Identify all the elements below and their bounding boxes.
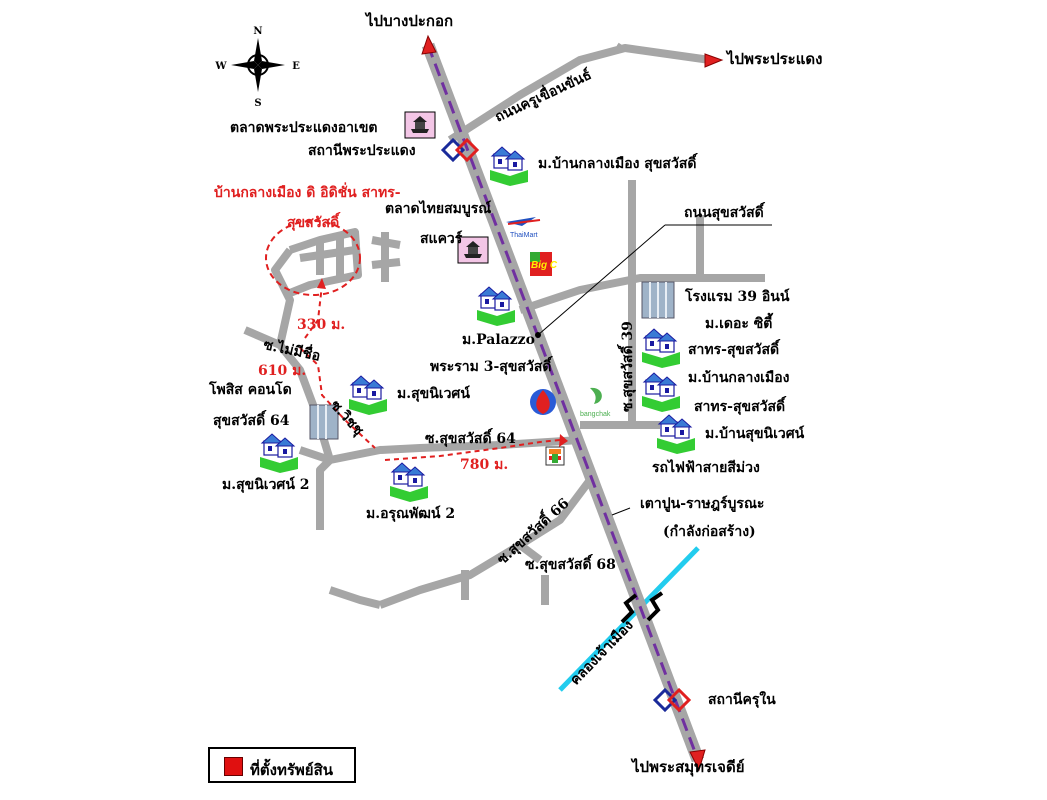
road-khueankhan xyxy=(447,44,711,144)
house-icon xyxy=(641,328,681,369)
route-780m-arrow-icon xyxy=(559,434,568,447)
label-hotel-39: โรงแรม 39 อินน์ xyxy=(685,289,790,305)
label-arunphat-2: ม.อรุณพัฒน์ 2 xyxy=(366,506,456,522)
condo-building-icon xyxy=(309,404,339,440)
label-soi-64: ซ.สุขสวัสดิ์ 64 xyxy=(425,431,516,447)
leader-line-suksawat xyxy=(537,224,666,336)
compass-n: N xyxy=(253,26,262,37)
label-thai-somboon-2: สแควร์ xyxy=(420,231,463,247)
route-330m xyxy=(304,284,323,339)
bigc-logo: Big C xyxy=(530,252,558,276)
leader-line-purple xyxy=(611,507,631,516)
label-station-phra-pradaeng: สถานีพระประแดง xyxy=(308,143,416,159)
label-route-2: (กำลังก่อสร้าง) xyxy=(663,524,756,540)
label-purple-line: รถไฟฟ้าสายสีม่วง xyxy=(652,460,760,476)
legend-label: ที่ตั้งทรัพย์สิน xyxy=(250,761,333,779)
label-to-bang-pakok: ไปบางปะกอก xyxy=(366,12,454,30)
road-maimee xyxy=(271,247,294,346)
label-phosit: โพสิส คอนโด xyxy=(209,382,292,398)
bangchak-logo: bangchak xyxy=(580,387,611,418)
label-bankmuang-2b: สาทร-สุขสวัสดิ์ xyxy=(694,399,786,415)
label-to-phra-pradaeng: ไปพระประแดง xyxy=(727,50,823,68)
road-project-c xyxy=(299,246,356,262)
label-station-kru-nai: สถานีครุใน xyxy=(708,692,776,708)
label-route-1: เตาปูน-ราษฎร์บูรณะ xyxy=(640,496,765,512)
label-the-city: ม.เดอะ ซิตี้ xyxy=(705,316,773,332)
route-330m-arrow-icon xyxy=(317,278,326,289)
svg-text:Big C: Big C xyxy=(531,260,558,271)
arrow-north-icon xyxy=(421,34,437,55)
label-project-name-2: สุขสวัสดิ์ xyxy=(287,215,340,231)
house-icon xyxy=(259,433,299,474)
label-soi-39: ซ.สุขสวัสดิ์ 39 xyxy=(620,321,636,412)
label-to-samut-prakan: ไปพระสมุทรเจดีย์ xyxy=(632,758,745,776)
label-dist-330: 330 ม. xyxy=(297,317,346,333)
legend-swatch xyxy=(224,757,243,776)
label-road-suksawat: ถนนสุขสวัสดิ์ xyxy=(684,205,764,221)
house-icon xyxy=(641,372,681,413)
house-icon xyxy=(476,286,516,327)
label-suknivet: ม.สุขนิเวศน์ xyxy=(397,386,470,402)
roads xyxy=(243,42,765,609)
svg-text:bangchak: bangchak xyxy=(580,411,611,418)
road-project-net xyxy=(283,228,362,299)
road-north-stub xyxy=(616,42,626,51)
house-icon xyxy=(656,414,696,455)
route-780m xyxy=(384,439,561,461)
label-dist-610: 610 ม. xyxy=(258,363,307,379)
label-palazzo: ม.Palazzo xyxy=(462,332,535,348)
arrow-south-icon xyxy=(689,749,706,772)
purple-line xyxy=(426,44,700,761)
project-location-marker xyxy=(265,220,361,296)
house-icon xyxy=(389,462,429,503)
road-soi-66 xyxy=(378,477,594,609)
legend: ที่ตั้งทรัพย์สิน xyxy=(208,747,356,783)
arrow-east-icon xyxy=(704,53,724,68)
label-suknivet-2: ม.สุขนิเวศน์ 2 xyxy=(222,477,310,493)
compass-s: S xyxy=(254,98,261,109)
compass: N S W E xyxy=(214,26,300,109)
compass-w: W xyxy=(214,61,227,72)
svg-text:ThaiMart: ThaiMart xyxy=(510,232,538,239)
label-phosit-2: สุขสวัสดิ์ 64 xyxy=(213,413,290,429)
label-thai-somboon: ตลาดไทยสมบูรณ์ xyxy=(385,201,492,217)
label-market-phra-pradaeng: ตลาดพระประแดงอาเขต xyxy=(230,120,378,136)
palazzo-point xyxy=(535,332,541,338)
label-project-name: บ้านกลางเมือง ดิ อิดิชั่น สาทร- xyxy=(214,185,401,201)
seven-eleven-logo xyxy=(545,446,565,466)
house-icon xyxy=(489,146,529,187)
market-icon xyxy=(404,111,436,139)
road-south-west xyxy=(328,586,381,609)
label-rama3: พระราม 3-สุขสวัสดิ์ xyxy=(430,359,552,375)
label-village-bankmuang: ม.บ้านกลางเมือง สุขสวัสดิ์ xyxy=(538,156,697,172)
label-suknivet-home: ม.บ้านสุขนิเวศน์ xyxy=(705,426,805,442)
label-bankmuang-2a: ม.บ้านกลางเมือง xyxy=(688,370,790,386)
ptt-logo xyxy=(530,389,556,415)
route-610m xyxy=(299,347,376,449)
road-soi-64 xyxy=(316,436,581,530)
thaimart-logo: ThaiMart xyxy=(506,217,541,239)
compass-e: E xyxy=(292,61,300,72)
label-dist-780: 780 ม. xyxy=(460,457,509,473)
house-icon xyxy=(348,375,388,416)
canal xyxy=(558,546,700,692)
label-soi-68: ซ.สุขสวัสดิ์ 68 xyxy=(525,557,616,573)
label-sathorn-suksawat: สาทร-สุขสวัสดิ์ xyxy=(688,342,780,358)
market-icon xyxy=(457,236,489,264)
road-soi-66-branch xyxy=(517,541,543,564)
road-phosit-branch xyxy=(298,446,332,464)
bridge-icon xyxy=(620,591,664,624)
hotel-building-icon xyxy=(641,281,675,319)
